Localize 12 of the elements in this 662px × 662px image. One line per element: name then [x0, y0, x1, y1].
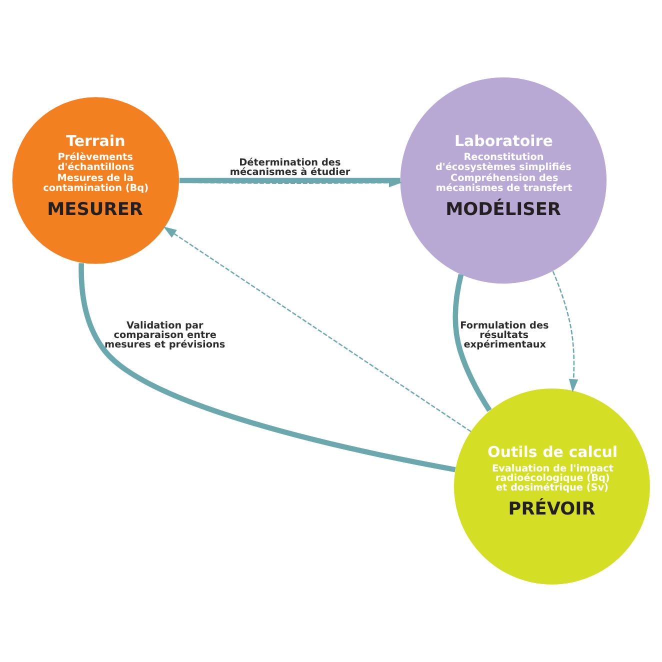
arrow: [179, 178, 402, 188]
node-circle: Laboratoire Reconstitution d'écosystèmes simplifiés Compréhension des mécanismes de transfert MODÉLISER: [400, 77, 607, 284]
node-circle: Outils de calcul Evaluation de l'impact radioécologique (Bq) et dosimétrique (Sv) PRÉVOIR: [454, 388, 650, 584]
edge-label: Validation par comparaison entre mesures et prévisions: [104, 320, 226, 351]
connector: [179, 178, 400, 184]
edge-label: Formulation des résultats expérimentaux: [460, 320, 549, 351]
connector: [78, 263, 456, 472]
arrow: [163, 226, 472, 432]
node-circle: Terrain Prélèvements d'échantillons Mesures de la contamination (Bq) MESURER: [12, 97, 180, 264]
edge-label: Détermination des mécanismes à étudier: [230, 157, 350, 178]
connector: [452, 274, 492, 412]
arrow: [552, 270, 578, 392]
